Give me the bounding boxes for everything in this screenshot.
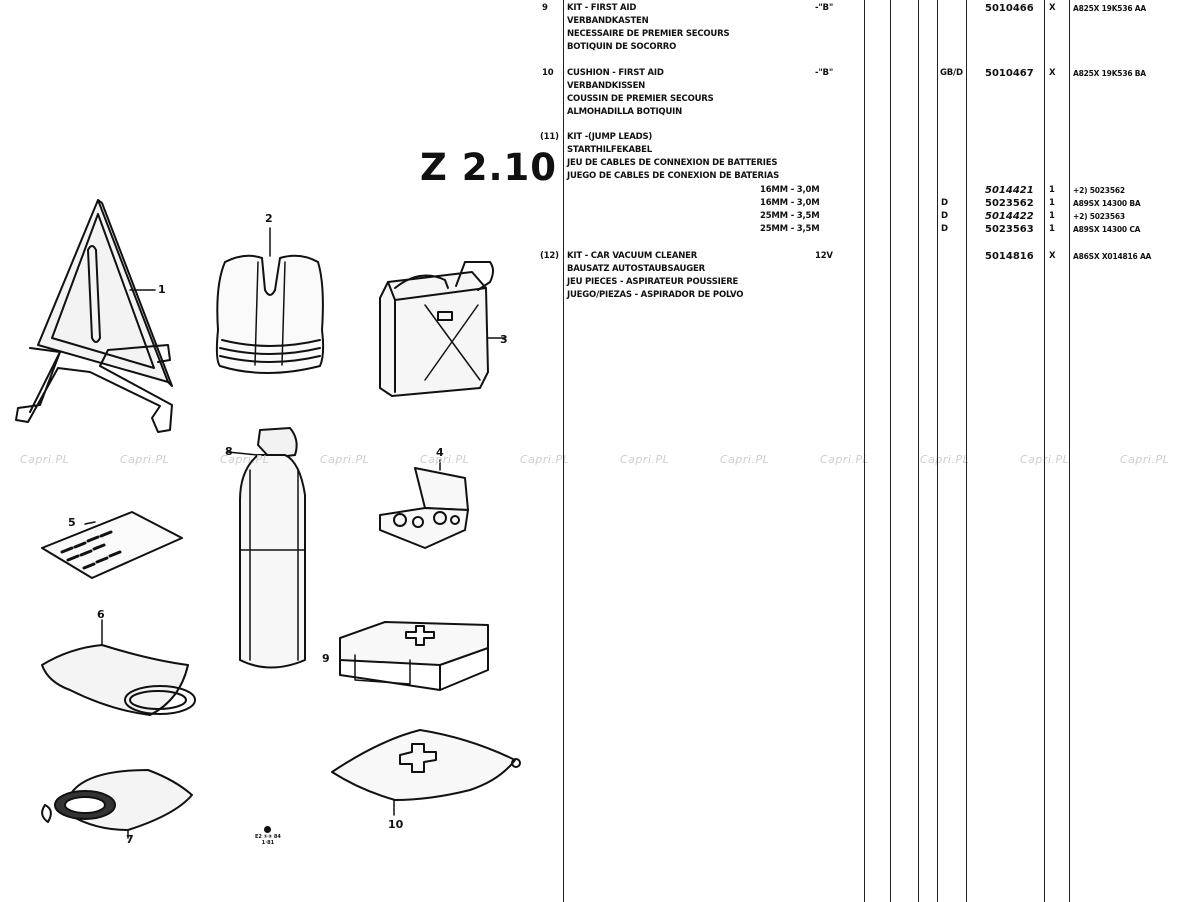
description-line: JEU DE CABLES DE CONNEXION DE BATTERIES bbox=[567, 158, 778, 168]
description-line: JUEGO/PIEZAS - ASPIRADOR DE POLVO bbox=[567, 290, 744, 300]
description-line: NECESSAIRE DE PREMIER SECOURS bbox=[567, 29, 730, 39]
watermark: Capri.PL bbox=[420, 453, 470, 466]
column-rule bbox=[918, 0, 919, 902]
stamp-dot bbox=[264, 826, 272, 833]
description-line: BAUSATZ AUTOSTAUBSAUGER bbox=[567, 264, 705, 274]
market: D bbox=[941, 211, 948, 221]
first-aid-cushion-drawing bbox=[331, 729, 521, 816]
quantity: 1 bbox=[1049, 211, 1055, 221]
watermark: Capri.PL bbox=[820, 453, 870, 466]
quantity: X bbox=[1049, 68, 1056, 78]
watermark: Capri.PL bbox=[620, 453, 670, 466]
code: 12V bbox=[815, 251, 833, 261]
market: D bbox=[941, 224, 948, 234]
watermark: Capri.PL bbox=[1020, 453, 1070, 466]
callout-9: 9 bbox=[322, 652, 330, 665]
market: GB/D bbox=[940, 68, 963, 78]
callout-2: 2 bbox=[265, 212, 273, 225]
description-line: JEU PIECES - ASPIRATEUR POUSSIERE bbox=[567, 277, 739, 287]
spec: 25MM - 3,5M bbox=[760, 224, 820, 234]
part-number: 5023563 bbox=[985, 224, 1034, 235]
safety-vest-drawing bbox=[215, 227, 325, 374]
watermark: Capri.PL bbox=[20, 453, 70, 466]
ref-part-number: A825X 19K536 BA bbox=[1073, 69, 1146, 78]
description-line: CUSHION - FIRST AID bbox=[567, 68, 664, 78]
part-number: 5014816 bbox=[985, 251, 1034, 262]
callout-8: 8 bbox=[225, 445, 233, 458]
ref-part-number: A825X 19K536 AA bbox=[1073, 4, 1146, 13]
column-rule bbox=[1044, 0, 1045, 902]
watermark: Capri.PL bbox=[320, 453, 370, 466]
callout-7: 7 bbox=[126, 833, 134, 846]
description-line: ALMOHADILLA BOTIQUIN bbox=[567, 107, 683, 117]
ref-part-number: A86SX X014816 AA bbox=[1073, 252, 1152, 261]
warning-triangle-drawing bbox=[15, 199, 173, 433]
illustration-panel: Z 2.10 1 2 3 4 5 6 7 8 9 10 E2 ①③ 84 1·8… bbox=[0, 0, 560, 902]
callout-1: 1 bbox=[158, 283, 166, 296]
column-rule bbox=[1069, 0, 1070, 902]
column-rule bbox=[890, 0, 891, 902]
market: D bbox=[941, 198, 948, 208]
description-line: JUEGO DE CABLES DE CONEXION DE BATERIAS bbox=[567, 171, 780, 181]
spec: 16MM - 3,0M bbox=[760, 185, 820, 195]
description-line: BOTIQUIN DE SOCORRO bbox=[567, 42, 677, 52]
description-line: KIT -(JUMP LEADS) bbox=[567, 132, 653, 142]
watermark: Capri.PL bbox=[1120, 453, 1170, 466]
watermark: Capri.PL bbox=[220, 453, 270, 466]
callout-3: 3 bbox=[500, 333, 508, 346]
fire-extinguisher-drawing bbox=[227, 427, 306, 669]
stamp-line-1: E2 ①③ 84 bbox=[255, 834, 281, 840]
section-code: Z 2.10 bbox=[420, 146, 557, 189]
quantity: X bbox=[1049, 3, 1056, 13]
spec: 25MM - 3,5M bbox=[760, 211, 820, 221]
quantity: X bbox=[1049, 251, 1056, 261]
ref-part-number: A89SX 14300 CA bbox=[1073, 225, 1141, 234]
parts-illustration bbox=[15, 199, 521, 839]
first-aid-box-drawing bbox=[339, 621, 489, 691]
description-line: COUSSIN DE PREMIER SECOURS bbox=[567, 94, 714, 104]
quantity: 1 bbox=[1049, 185, 1055, 195]
part-number: 5023562 bbox=[985, 198, 1034, 209]
quantity: 1 bbox=[1049, 198, 1055, 208]
part-number: 5014421 bbox=[985, 185, 1034, 196]
part-number: 5010467 bbox=[985, 68, 1034, 79]
callout-5: 5 bbox=[68, 516, 76, 529]
code: -"B" bbox=[815, 68, 834, 78]
stamp-line-2: 1·81 bbox=[261, 840, 275, 846]
column-rule bbox=[864, 0, 865, 902]
watermark: Capri.PL bbox=[920, 453, 970, 466]
description-line: VERBANDKASTEN bbox=[567, 16, 649, 26]
callout-4: 4 bbox=[436, 446, 444, 459]
fuse-card-drawing bbox=[41, 511, 183, 579]
revision-stamp: E2 ①③ 84 1·81 bbox=[255, 826, 281, 846]
jerry-can-drawing bbox=[379, 261, 506, 397]
ref-part-number: +2) 5023563 bbox=[1073, 212, 1125, 221]
spec: 16MM - 3,0M bbox=[760, 198, 820, 208]
ref-part-number: +2) 5023562 bbox=[1073, 186, 1125, 195]
code: -"B" bbox=[815, 3, 834, 13]
rope-bag-drawing bbox=[41, 769, 193, 839]
watermark: Capri.PL bbox=[520, 453, 570, 466]
watermark: Capri.PL bbox=[120, 453, 170, 466]
bulb-kit-drawing bbox=[379, 459, 469, 549]
quantity: 1 bbox=[1049, 224, 1055, 234]
column-rule bbox=[966, 0, 967, 902]
description-line: KIT - CAR VACUUM CLEANER bbox=[567, 251, 698, 261]
part-number: 5010466 bbox=[985, 3, 1034, 14]
cable-bag-drawing bbox=[41, 619, 196, 716]
description-line: STARTHILFEKABEL bbox=[567, 145, 652, 155]
description-line: VERBANDKISSEN bbox=[567, 81, 646, 91]
watermark: Capri.PL bbox=[720, 453, 770, 466]
part-number: 5014422 bbox=[985, 211, 1034, 222]
column-rule bbox=[563, 0, 564, 902]
callout-10: 10 bbox=[388, 818, 404, 831]
column-rule bbox=[937, 0, 938, 902]
description-line: KIT - FIRST AID bbox=[567, 3, 637, 13]
callout-6: 6 bbox=[97, 608, 105, 621]
ref-part-number: A89SX 14300 BA bbox=[1073, 199, 1141, 208]
